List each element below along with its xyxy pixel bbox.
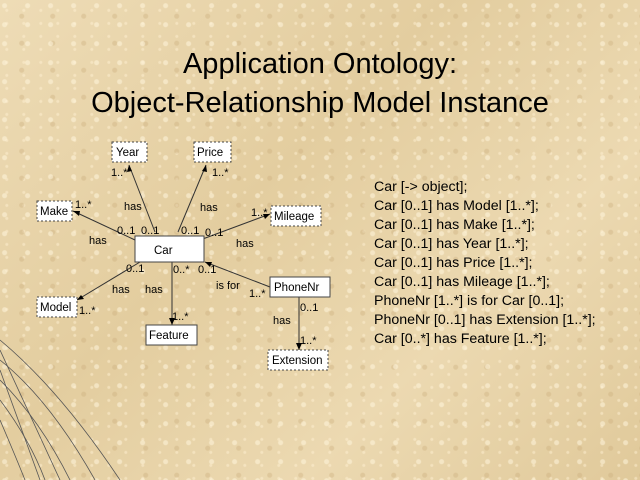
node-phonenr-box xyxy=(269,276,331,298)
label-is-for: is for xyxy=(216,280,240,292)
node-price-box xyxy=(193,141,232,163)
line-car-phonenr xyxy=(204,261,271,288)
node-model-box xyxy=(36,296,78,318)
node-mileage-box xyxy=(270,205,322,227)
arrow-feature xyxy=(169,318,175,325)
label-car-price-card: 0..1 xyxy=(181,225,199,237)
label-has-mileage: has xyxy=(236,238,254,250)
label-model-card: 1..* xyxy=(79,305,96,317)
decorative-curves xyxy=(0,339,121,480)
node-make-box xyxy=(36,200,73,222)
description-line: Car [0..1] has Mileage [1..*]; xyxy=(374,274,550,290)
label-car-model-card: 0..1 xyxy=(126,263,144,275)
node-car-box xyxy=(134,235,205,263)
label-car-year-card: 0..1 xyxy=(141,225,159,237)
arrow-extension xyxy=(296,343,302,350)
node-extension-box xyxy=(267,349,329,371)
label-has-feature: has xyxy=(145,284,163,296)
label-year-card: 1..* xyxy=(111,167,128,179)
description-line: Car [0..1] has Model [1..*]; xyxy=(374,198,539,214)
description-line: Car [0..*] has Feature [1..*]; xyxy=(374,331,547,347)
label-car-mileage-card: 0..1 xyxy=(205,227,223,239)
arrow-phonenr-car xyxy=(205,262,212,267)
label-has-make: has xyxy=(89,235,107,247)
label-feature-card: 1..* xyxy=(172,311,189,323)
node-phonenr: PhoneNr xyxy=(274,282,320,294)
node-feature-box xyxy=(145,324,198,346)
arrow-year xyxy=(127,165,132,172)
node-year-box xyxy=(111,141,148,163)
connection-lines xyxy=(72,164,300,350)
ontology-description: Car [-> object]; Car [0..1] has Model [1… xyxy=(374,178,596,349)
line-car-year xyxy=(128,164,156,233)
node-mileage: Mileage xyxy=(274,211,314,223)
line-car-mileage xyxy=(199,213,271,241)
description-line: PhoneNr [0..1] has Extension [1..*]; xyxy=(374,312,596,328)
label-make-card: 1..* xyxy=(75,199,92,211)
line-car-make xyxy=(72,210,136,241)
label-car-feature-card: 0..* xyxy=(173,264,190,276)
arrow-mileage xyxy=(263,214,270,219)
title-line-1: Application Ontology: xyxy=(182,48,458,80)
description-line: Car [0..1] has Price [1..*]; xyxy=(374,255,533,271)
description-line: PhoneNr [1..*] is for Car [0..1]; xyxy=(374,293,565,309)
node-make: Make xyxy=(40,206,68,218)
node-car: Car xyxy=(154,245,173,257)
label-has-model: has xyxy=(112,284,130,296)
line-car-model xyxy=(76,261,141,301)
label-price-card: 1..* xyxy=(212,167,229,179)
node-extension: Extension xyxy=(272,355,323,367)
label-car-make-card: 0..1 xyxy=(117,225,135,237)
label-phone-ext-card: 0..1 xyxy=(300,302,318,314)
node-feature: Feature xyxy=(149,330,189,342)
line-car-price xyxy=(177,164,207,233)
description-line: Car [0..1] has Make [1..*]; xyxy=(374,217,535,233)
label-car-phone-card: 0..1 xyxy=(198,264,216,276)
arrow-price xyxy=(202,165,207,172)
arrow-make xyxy=(73,211,80,216)
label-phone-card: 1..* xyxy=(249,288,266,300)
label-has-ext: has xyxy=(273,315,291,327)
label-has-price: has xyxy=(200,202,218,214)
description-line: Car [-> object]; xyxy=(374,179,468,195)
node-price: Price xyxy=(197,147,223,159)
node-year: Year xyxy=(116,147,139,159)
label-has-year: has xyxy=(124,201,142,213)
node-model: Model xyxy=(40,302,71,314)
arrow-model xyxy=(77,295,84,300)
title-line-2: Object-Relationship Model Instance xyxy=(91,87,549,119)
label-mileage-card: 1..* xyxy=(251,207,268,219)
description-line: Car [0..1] has Year [1..*]; xyxy=(374,236,529,252)
label-ext-card: 1..* xyxy=(300,335,317,347)
